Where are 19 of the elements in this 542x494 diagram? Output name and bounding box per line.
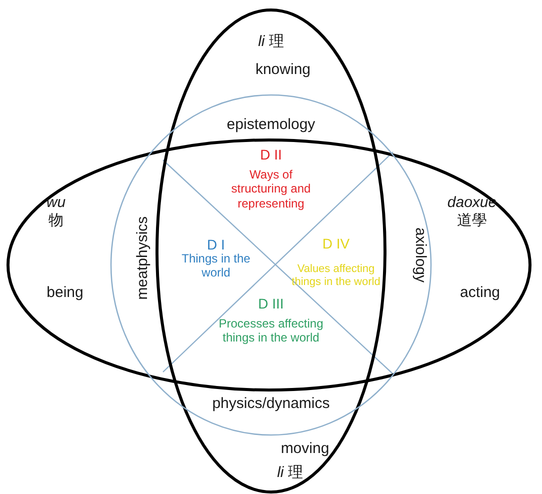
dimension-description: Ways of structuring and representing xyxy=(230,167,312,211)
term-label: wu 物 xyxy=(45,194,67,230)
term-label: knowing xyxy=(254,61,312,79)
dimension-description: Things in the world xyxy=(180,252,252,280)
term-label: meatphysics xyxy=(134,216,152,300)
dimension-label: D I xyxy=(206,236,226,254)
dimension-label: D III xyxy=(257,296,285,312)
term-label: being xyxy=(46,284,84,302)
term-label: li 理 xyxy=(276,464,304,482)
dimension-label: D IV xyxy=(321,236,351,252)
term-label: li 理 xyxy=(257,33,285,51)
term-label: physics/dynamics xyxy=(211,395,331,413)
dimension-label: D II xyxy=(259,146,283,164)
term-label: epistemology xyxy=(226,116,316,134)
dimension-description: Processes affecting things in the world xyxy=(218,316,324,346)
term-label: acting xyxy=(458,284,502,302)
term-label: moving xyxy=(280,440,330,458)
term-label: axiology xyxy=(411,227,429,283)
dimension-description: Values affecting things in the world xyxy=(291,262,381,290)
